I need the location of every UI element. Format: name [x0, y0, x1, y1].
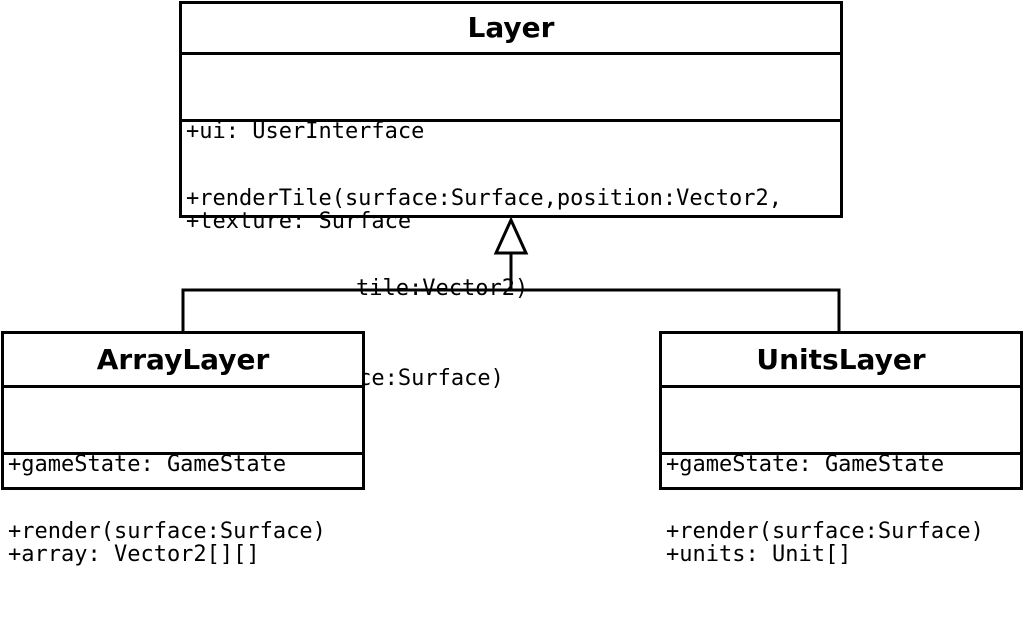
attribute: +gameState: GameState	[8, 452, 287, 477]
unitslayer-class-box[interactable]: UnitsLayer +gameState: GameState +units:…	[659, 331, 1023, 567]
method: +render(surface:Surface)	[8, 519, 326, 544]
class-name: UnitsLayer	[662, 334, 1020, 388]
attribute: +ui: UserInterface	[186, 119, 425, 144]
method: +render(surface:Surface)	[666, 519, 984, 544]
attributes-compartment: +gameState: GameState +units: Unit[]	[662, 388, 1020, 567]
attributes-compartment: +ui: UserInterface +texture: Surface	[182, 55, 840, 234]
method-continuation: tile:Vector2)	[356, 276, 529, 301]
method: +renderTile(surface:Surface,position:Vec…	[186, 186, 783, 211]
class-name: Layer	[182, 4, 840, 55]
class-name: ArrayLayer	[4, 334, 362, 388]
layer-class-box[interactable]: Layer +ui: UserInterface +texture: Surfa…	[179, 1, 843, 391]
attributes-compartment: +gameState: GameState +array: Vector2[][…	[4, 388, 362, 567]
attribute: +gameState: GameState	[666, 452, 945, 477]
arraylayer-class-box[interactable]: ArrayLayer +gameState: GameState +array:…	[1, 331, 365, 567]
inheritance-connector	[181, 216, 841, 332]
attribute: +texture: Surface	[186, 209, 412, 234]
